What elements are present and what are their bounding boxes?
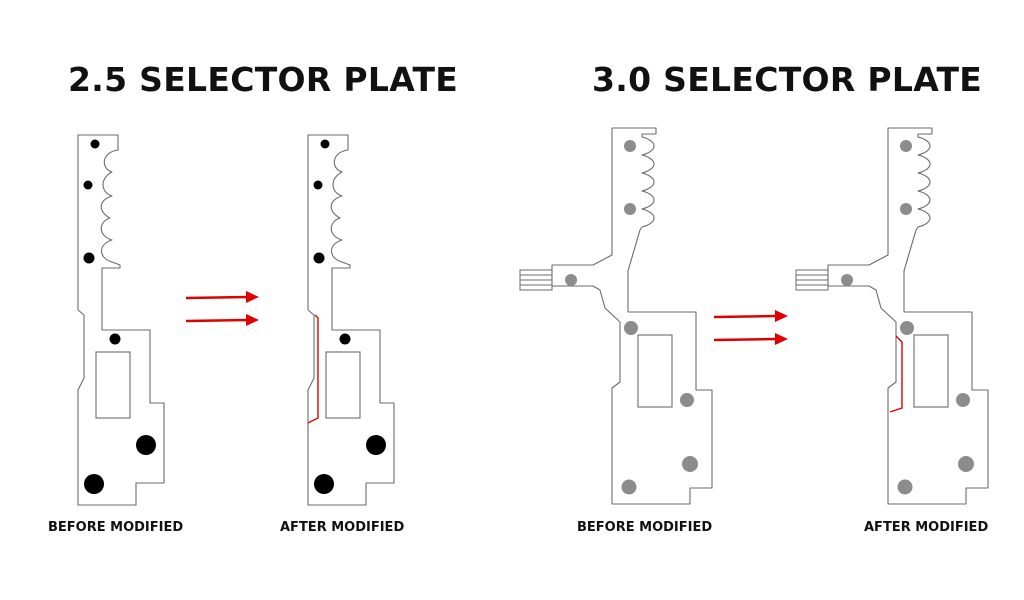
plate-v30-after: [795, 127, 989, 505]
plate-v25-after: [307, 134, 395, 506]
caption-v30-before: BEFORE MODIFIED: [577, 520, 713, 535]
modification-highlight-v25: [307, 314, 319, 424]
caption-v25-before: BEFORE MODIFIED: [48, 520, 184, 535]
title-v30-selector-plate: 3.0 SELECTOR PLATE: [592, 60, 983, 99]
arrow-right-icon: [713, 337, 778, 342]
arrow-right-icon: [713, 314, 778, 319]
arrow-right-icon: [185, 318, 249, 323]
arrows-v30: [713, 310, 788, 345]
caption-v30-after: AFTER MODIFIED: [864, 520, 989, 535]
title-v25-selector-plate: 2.5 SELECTOR PLATE: [68, 60, 459, 99]
arrows-v25: [185, 291, 259, 326]
caption-v25-after: AFTER MODIFIED: [280, 520, 405, 535]
plate-v25-before: [77, 134, 165, 506]
plate-v30-before: [519, 127, 713, 505]
arrow-right-icon: [185, 295, 249, 300]
modification-highlight-v30: [889, 335, 903, 413]
